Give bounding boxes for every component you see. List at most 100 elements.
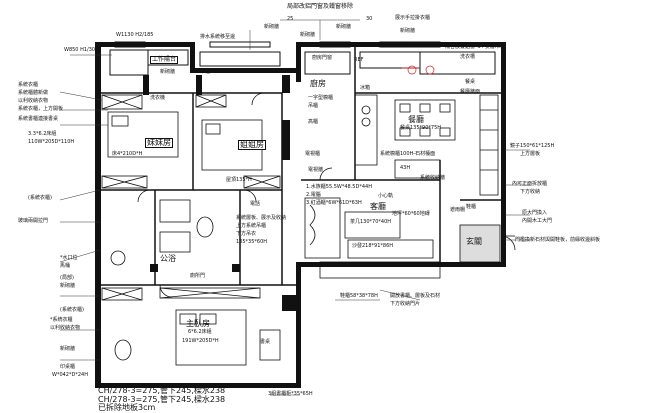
dining-table: 餐桌135*90*75H bbox=[400, 125, 442, 131]
drain-note: 排水系統移至邊 bbox=[200, 34, 236, 40]
right-note-18: 1.水族櫃55.5W*48.5D*44H bbox=[306, 184, 372, 190]
right-note-16: 遮雨棚 bbox=[450, 207, 466, 213]
right-note-31: 135*35*60H bbox=[236, 239, 268, 245]
right-note-24: 開放書櫃、層板及石材 bbox=[390, 293, 441, 299]
left-note-1: 系統衣櫃 bbox=[18, 82, 39, 88]
master-bed-size: 191W*205D*H bbox=[182, 338, 219, 344]
balcony bbox=[109, 49, 496, 76]
right-note-12: 系統收納牆 bbox=[420, 175, 446, 181]
doors bbox=[137, 92, 516, 298]
right-note-11: 下方收納 bbox=[520, 189, 541, 195]
left-note-6: 3.3*6.2床組 bbox=[28, 131, 57, 137]
left-note-12: (局部) bbox=[60, 275, 74, 281]
dim-30: 30 bbox=[366, 16, 373, 22]
right-note-30: 下方吊衣 bbox=[236, 231, 257, 237]
renew-wall: 新砌牆 bbox=[160, 69, 176, 75]
door-note: 廚房門窗 bbox=[312, 55, 333, 61]
kitchen-dining bbox=[354, 94, 499, 196]
left-note-7: 110W*205D*110H bbox=[28, 139, 75, 145]
room-entry: 玄關 bbox=[466, 237, 482, 246]
new-wall-label-3: 新砌牆 bbox=[400, 28, 416, 34]
room-living: 客廳 bbox=[370, 202, 386, 211]
right-note-17: 電視牆 bbox=[308, 167, 324, 173]
left-note-19: W*042*D*24H bbox=[52, 372, 88, 378]
right-note-25: 下方收納門片 bbox=[390, 301, 421, 307]
left-note-15: *系統衣櫃 bbox=[50, 317, 73, 323]
left-note-17: 新砌牆 bbox=[60, 346, 76, 352]
left-note-5: 系統書櫃連接書桌 bbox=[18, 116, 59, 122]
footer-line-1: CH/278-3=275,管下245,樑水238 bbox=[98, 386, 226, 395]
new-wall-label-1: 新砌牆 bbox=[264, 24, 280, 30]
desk-note: 屋頂135*H bbox=[226, 177, 252, 183]
right-note-20: 3.紅酒櫃*6W*61D*63H bbox=[306, 200, 362, 206]
new-wall-label-2: 新砌牆 bbox=[336, 24, 352, 30]
tv-label: 電視櫃 bbox=[305, 151, 321, 157]
cabinet-note: W850 H1/305 bbox=[64, 47, 99, 53]
left-note-10: *水口位 bbox=[60, 255, 78, 261]
left-note-8: (系統衣櫃) bbox=[28, 195, 52, 201]
shoe-label: 鞋櫃 bbox=[466, 204, 477, 210]
room-master: 主臥房 bbox=[186, 319, 210, 328]
dim-25: 25 bbox=[287, 16, 294, 22]
left-note-14: (系統衣櫃) bbox=[60, 307, 84, 313]
laundry-note: 洗衣槽 bbox=[460, 54, 476, 60]
right-note-5: 餐廳牆面 bbox=[460, 89, 481, 95]
left-note-3: 以利收納衣物 bbox=[18, 98, 49, 104]
coffee-table: 茶几130*70*40H bbox=[350, 219, 392, 225]
sofa: 沙發218*91*86H bbox=[352, 243, 394, 249]
right-note-28: 系統層板、展示及收納 bbox=[236, 215, 287, 221]
bath-a: 洗衣機 bbox=[150, 95, 166, 101]
sister-bed: 床4*210D*H bbox=[112, 151, 143, 157]
right-note-21: 小心軌 bbox=[378, 193, 394, 199]
shoes-note: 吊櫃 bbox=[200, 69, 211, 75]
right-note-2: 吊櫃 bbox=[308, 103, 319, 109]
wardrobes bbox=[101, 94, 281, 301]
room-big: 姐姐房 bbox=[238, 140, 266, 150]
glass-cabinet-note: 展示手拉掛衣櫃 bbox=[395, 15, 431, 21]
room-dining: 餐廳 bbox=[408, 115, 424, 124]
right-note-4: 冰箱 bbox=[360, 85, 371, 91]
right-note-7: 上方層板 bbox=[520, 151, 541, 157]
new-wall-label-4: 新砌牆 bbox=[300, 32, 316, 38]
windows bbox=[95, 41, 441, 261]
footer-line-3: 已拆除地板3cm bbox=[98, 403, 156, 412]
right-note-14: 內開木工大門 bbox=[522, 218, 553, 224]
beds bbox=[107, 111, 263, 366]
left-note-11: 馬桶 bbox=[60, 263, 71, 269]
right-note-23: 鞋櫃58*38*78H bbox=[340, 293, 378, 299]
room-sister: 妹妹房 bbox=[145, 138, 173, 148]
footer-line-2: CH/278-3=275,管下245,樑水238 bbox=[98, 395, 226, 404]
left-note-4: 系統衣櫃，上方開板 bbox=[18, 106, 64, 112]
public-bath-sub: 廁所門 bbox=[190, 273, 206, 279]
right-note-6: 鏡子150*61*125H bbox=[510, 143, 555, 149]
right-note-13: 原大門換入 bbox=[522, 210, 548, 216]
balcony-note: 局部改鋁門窗及鐵窗移除 bbox=[287, 3, 354, 10]
chair-label: 書桌 bbox=[260, 339, 271, 345]
right-note-29: 上方系統吊櫃 bbox=[236, 223, 267, 229]
right-note-19: 2.電腦 bbox=[306, 192, 321, 198]
left-note-16: 以利收納衣物 bbox=[50, 325, 81, 331]
top-control: 局水量控制 bbox=[378, 43, 404, 49]
bath-fixtures bbox=[110, 199, 281, 361]
right-note-27: 電話 bbox=[250, 201, 261, 207]
leader-lines bbox=[59, 19, 530, 396]
room-kitchen: 廚房 bbox=[310, 79, 326, 88]
right-note-10: 內可正面拆放櫃 bbox=[512, 181, 548, 187]
ref-label: REF bbox=[354, 57, 364, 63]
living-room bbox=[304, 197, 441, 279]
right-note-8: 系統櫥櫃100H-石材檯面 bbox=[380, 151, 436, 157]
dining-tag: 餐桌 bbox=[465, 79, 476, 85]
kitchen-add-note: 隔合放置鋁窗*3+雙層吊板 bbox=[445, 44, 505, 50]
left-note-9: 玻璃兩開拉門 bbox=[18, 218, 49, 224]
right-note-1: 一字型櫥櫃 bbox=[308, 95, 334, 101]
left-note-18: 印桌櫃 bbox=[60, 364, 76, 370]
red-marks bbox=[402, 65, 435, 75]
right-note-26: 3組書櫃柜*35*65H bbox=[268, 391, 313, 397]
right-note-3: 高櫃 bbox=[308, 119, 319, 125]
outer-walls bbox=[95, 42, 506, 388]
left-note-13: 新砌牆 bbox=[60, 283, 76, 289]
master-bed: 6*6.2床組 bbox=[188, 329, 212, 335]
right-note-9: 43H bbox=[400, 165, 411, 171]
right-note-15: 門檻換新石材與開鞋板，前緣收邊斜板 bbox=[515, 237, 601, 243]
